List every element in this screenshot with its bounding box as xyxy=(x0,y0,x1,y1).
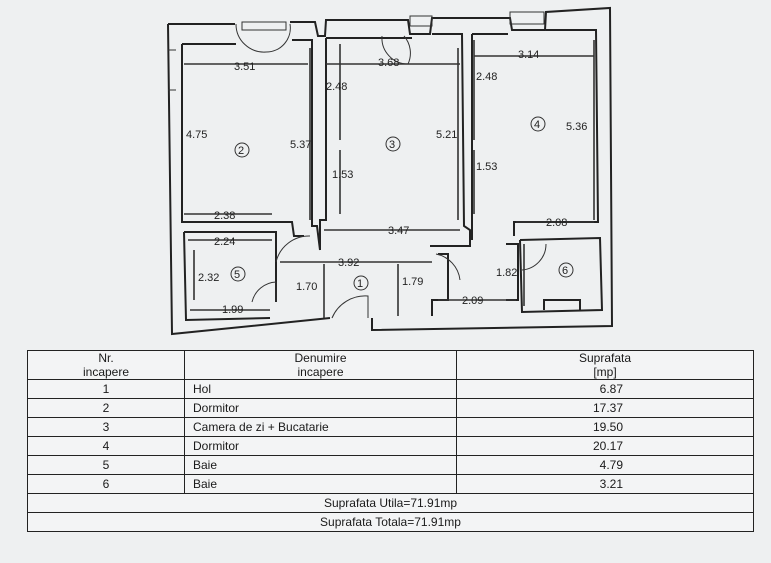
room-marker-circle xyxy=(558,262,574,278)
header-nr-line1: Nr. xyxy=(98,351,114,365)
door-swing-2 xyxy=(235,23,291,53)
dimension-label: 2.09 xyxy=(462,295,483,307)
room-6-wall xyxy=(519,236,604,314)
dimension-label: 2.08 xyxy=(546,217,567,229)
total-full-row: Suprafata Totala=71.91mp xyxy=(27,512,754,532)
room-marker-2: 2 xyxy=(238,145,244,157)
room-area-table: Nr. incapere Denumire incapere Suprafata… xyxy=(27,350,754,532)
row-area: 6.87 xyxy=(456,379,754,399)
row-nr: 2 xyxy=(27,398,185,418)
dimension-lines xyxy=(184,40,595,318)
dimension-label: 3.92 xyxy=(338,257,359,269)
header-area-line1: Suprafata xyxy=(578,351,632,365)
dimension-label: 1.53 xyxy=(476,161,497,173)
row-area: 4.79 xyxy=(456,455,754,475)
table-header-row: Nr. incapere Denumire incapere Suprafata… xyxy=(27,350,754,380)
header-area-line2: [mp] xyxy=(593,365,617,379)
dimension-label: 1.82 xyxy=(496,267,517,279)
room-marker-circle xyxy=(230,266,246,282)
room-marker-circle xyxy=(353,275,369,291)
dimension-label: 3.68 xyxy=(378,57,399,69)
header-name: Denumire incapere xyxy=(184,350,457,380)
dimension-label: 1.99 xyxy=(222,304,243,316)
dimension-label: 2.24 xyxy=(214,236,235,248)
dimension-label: 3.14 xyxy=(518,49,539,61)
table-row: 2 Dormitor 17.37 xyxy=(27,398,754,418)
dimension-label: 3.51 xyxy=(234,61,255,73)
row-name: Dormitor xyxy=(184,398,457,418)
room-marker-circle xyxy=(385,136,401,152)
row-name: Hol xyxy=(184,379,457,399)
table-row: 5 Baie 4.79 xyxy=(27,455,754,475)
room-marker-4: 4 xyxy=(534,119,540,131)
room-marker-6: 6 xyxy=(562,265,568,277)
door-swing-4 xyxy=(435,253,461,281)
dimension-label: 3.47 xyxy=(388,225,409,237)
table-row: 6 Baie 3.21 xyxy=(27,474,754,494)
room-marker-1: 1 xyxy=(357,278,363,290)
table-row: 1 Hol 6.87 xyxy=(27,379,754,399)
dimension-label: 2.48 xyxy=(326,81,347,93)
row-name: Dormitor xyxy=(184,436,457,456)
room-marker-circle xyxy=(530,116,546,132)
room-marker-5: 5 xyxy=(234,269,240,281)
room-3-wall xyxy=(319,33,471,250)
row-nr: 4 xyxy=(27,436,185,456)
room-marker-circle xyxy=(234,142,250,158)
dimension-label: 1.79 xyxy=(402,276,423,288)
dimension-label: 2.32 xyxy=(198,272,219,284)
header-area: Suprafata [mp] xyxy=(456,350,754,380)
room-5-wall xyxy=(183,231,277,322)
dimension-label: 1.70 xyxy=(296,281,317,293)
table-row: 3 Camera de zi + Bucatarie 19.50 xyxy=(27,417,754,437)
room-2-wall xyxy=(181,39,321,251)
table-row: 4 Dormitor 20.17 xyxy=(27,436,754,456)
door-swing-entry xyxy=(331,295,369,319)
row-nr: 6 xyxy=(27,474,185,494)
row-name: Baie xyxy=(184,455,457,475)
row-nr: 5 xyxy=(27,455,185,475)
room-4-wall xyxy=(471,29,600,240)
room-markers: 1 2 3 4 5 6 xyxy=(230,116,574,291)
door-swing-6 xyxy=(521,243,547,271)
row-area: 17.37 xyxy=(456,398,754,418)
total-full-area: Suprafata Totala=71.91mp xyxy=(27,512,754,532)
dimension-label: 2.48 xyxy=(476,71,497,83)
row-area: 19.50 xyxy=(456,417,754,437)
row-area: 20.17 xyxy=(456,436,754,456)
dimension-label: 2.38 xyxy=(214,210,235,222)
header-name-line2: incapere xyxy=(297,365,344,379)
total-useful-row: Suprafata Utila=71.91mp xyxy=(27,493,754,513)
header-name-line1: Denumire xyxy=(294,351,347,365)
total-useful-area: Suprafata Utila=71.91mp xyxy=(27,493,754,513)
dimension-label: 1.53 xyxy=(332,169,353,181)
row-name: Camera de zi + Bucatarie xyxy=(184,417,457,437)
dimension-label: 5.36 xyxy=(566,121,587,133)
dimension-label: 5.21 xyxy=(436,129,457,141)
row-name: Baie xyxy=(184,474,457,494)
room-marker-3: 3 xyxy=(389,139,395,151)
row-area: 3.21 xyxy=(456,474,754,494)
dimension-label: 5.37 xyxy=(290,139,311,151)
header-nr: Nr. incapere xyxy=(27,350,185,380)
header-nr-line2: incapere xyxy=(82,365,130,379)
row-nr: 3 xyxy=(27,417,185,437)
dimension-label: 4.75 xyxy=(186,129,207,141)
row-nr: 1 xyxy=(27,379,185,399)
door-swing-5 xyxy=(251,281,277,303)
window-marks xyxy=(168,11,545,91)
dimension-labels: 3.51 3.68 3.14 2.48 2.48 4.75 5.37 5.21 … xyxy=(186,49,587,316)
door-swing-hall xyxy=(275,235,311,263)
